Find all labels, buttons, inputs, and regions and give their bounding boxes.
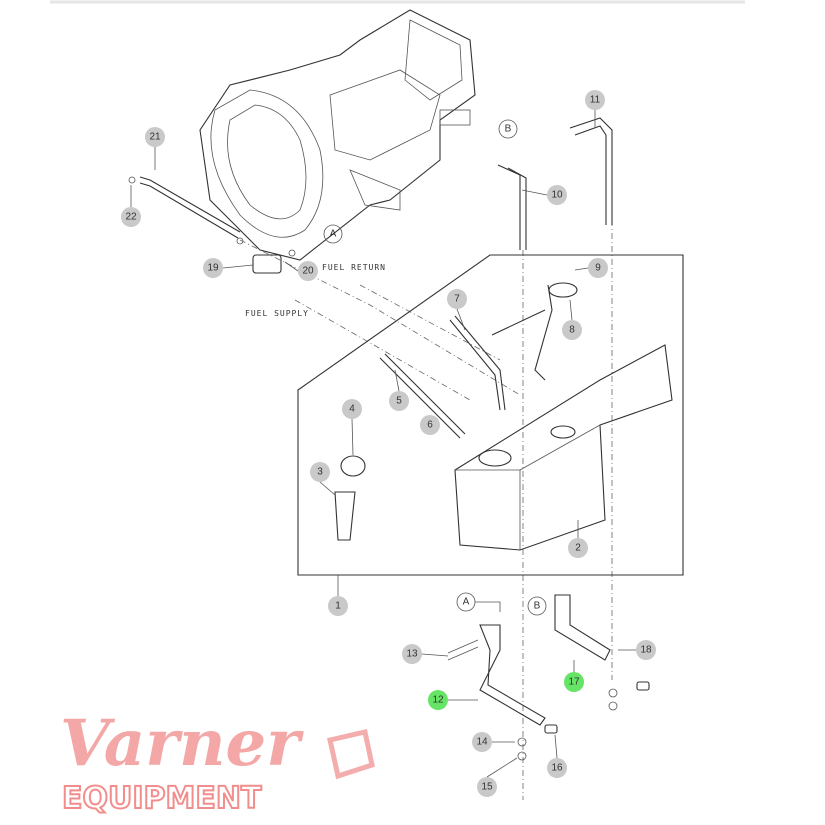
callout-9[interactable]: 9: [588, 258, 608, 278]
fuel-fitting: [236, 237, 296, 274]
watermark-block: EQUIPMENT: [62, 781, 262, 816]
callout-19[interactable]: 19: [203, 258, 223, 278]
strainer: [334, 491, 356, 541]
callout-14[interactable]: 14: [472, 732, 492, 752]
pipe-5: [379, 353, 466, 439]
bolts-13: [447, 639, 479, 661]
bracket-10: [497, 164, 527, 250]
cap-16b: [636, 681, 650, 691]
fuel-pipe-21: [139, 176, 241, 233]
svg-text:21: 21: [149, 132, 161, 143]
leader-lines: [130, 110, 636, 778]
svg-text:16: 16: [551, 763, 563, 774]
callout-7[interactable]: 7: [447, 289, 467, 309]
callout-20[interactable]: 20: [298, 261, 318, 281]
callout-16[interactable]: 16: [547, 758, 567, 778]
watermark-logo: Varner EQUIPMENT: [60, 706, 375, 817]
callout-13[interactable]: 13: [402, 644, 422, 664]
svg-text:2: 2: [575, 543, 581, 554]
ref-a-top: A: [323, 224, 343, 244]
watermark-script: Varner: [60, 706, 304, 781]
fuel-tank: [454, 344, 673, 551]
callout-8[interactable]: 8: [562, 320, 582, 340]
svg-text:15: 15: [481, 782, 493, 793]
ref-b-bottom: B: [527, 596, 547, 616]
bracket-11: [569, 117, 613, 225]
svg-text:17: 17: [568, 677, 580, 688]
bracket-17: [554, 594, 611, 661]
washer-14: [517, 737, 527, 747]
ref-b-top: B: [498, 119, 518, 139]
svg-text:13: 13: [406, 649, 418, 660]
svg-text:1: 1: [335, 601, 341, 612]
dashed-fuel-lines: [239, 220, 613, 800]
svg-text:14: 14: [476, 737, 488, 748]
svg-text:4: 4: [349, 404, 355, 415]
svg-text:11: 11: [590, 95, 601, 106]
svg-text:8: 8: [569, 325, 575, 336]
svg-text:A: A: [463, 597, 470, 608]
washer-14b: [608, 688, 618, 698]
callout-22[interactable]: 22: [121, 207, 141, 227]
washer-22: [128, 176, 136, 184]
svg-text:20: 20: [302, 266, 314, 277]
callout-15[interactable]: 15: [477, 777, 497, 797]
svg-text:12: 12: [432, 695, 444, 706]
svg-text:6: 6: [427, 420, 433, 431]
fuel-sender: [491, 284, 553, 381]
nut-15: [517, 751, 527, 761]
svg-text:18: 18: [640, 645, 652, 656]
callout-11[interactable]: 11: [585, 90, 605, 110]
svg-text:B: B: [505, 124, 512, 135]
svg-text:9: 9: [595, 263, 601, 274]
fuel-supply-note: FUEL SUPPLY: [245, 309, 309, 318]
svg-text:5: 5: [396, 396, 402, 407]
tractor-icon: [327, 728, 375, 780]
svg-text:10: 10: [551, 190, 563, 201]
svg-text:B: B: [534, 601, 541, 612]
svg-text:22: 22: [125, 212, 137, 223]
svg-text:7: 7: [454, 294, 460, 305]
callout-6[interactable]: 6: [420, 415, 440, 435]
sender-gasket: [548, 282, 578, 298]
callout-3[interactable]: 3: [310, 462, 330, 482]
nut-15b: [608, 701, 618, 711]
hose-7: [449, 315, 506, 411]
bracket-12: [479, 624, 546, 726]
callout-18[interactable]: 18: [636, 640, 656, 660]
transmission-housing: [199, 9, 476, 261]
callout-1[interactable]: 1: [328, 596, 348, 616]
callout-17[interactable]: 17: [564, 672, 584, 692]
ref-a-bottom: A: [456, 592, 501, 612]
callout-12[interactable]: 12: [428, 690, 448, 710]
callout-5[interactable]: 5: [389, 391, 409, 411]
callout-4[interactable]: 4: [342, 399, 362, 419]
callout-21[interactable]: 21: [145, 127, 165, 147]
callout-10[interactable]: 10: [547, 185, 567, 205]
callout-2[interactable]: 2: [568, 538, 588, 558]
fuel-return-note: FUEL RETURN: [322, 263, 386, 272]
svg-text:A: A: [330, 229, 337, 240]
svg-text:3: 3: [317, 467, 323, 478]
svg-text:19: 19: [207, 263, 219, 274]
fuel-pipe-21-edge: [139, 182, 239, 239]
fuel-cap: [340, 455, 366, 477]
tank-frame: [297, 254, 684, 576]
cap-16: [544, 724, 558, 734]
